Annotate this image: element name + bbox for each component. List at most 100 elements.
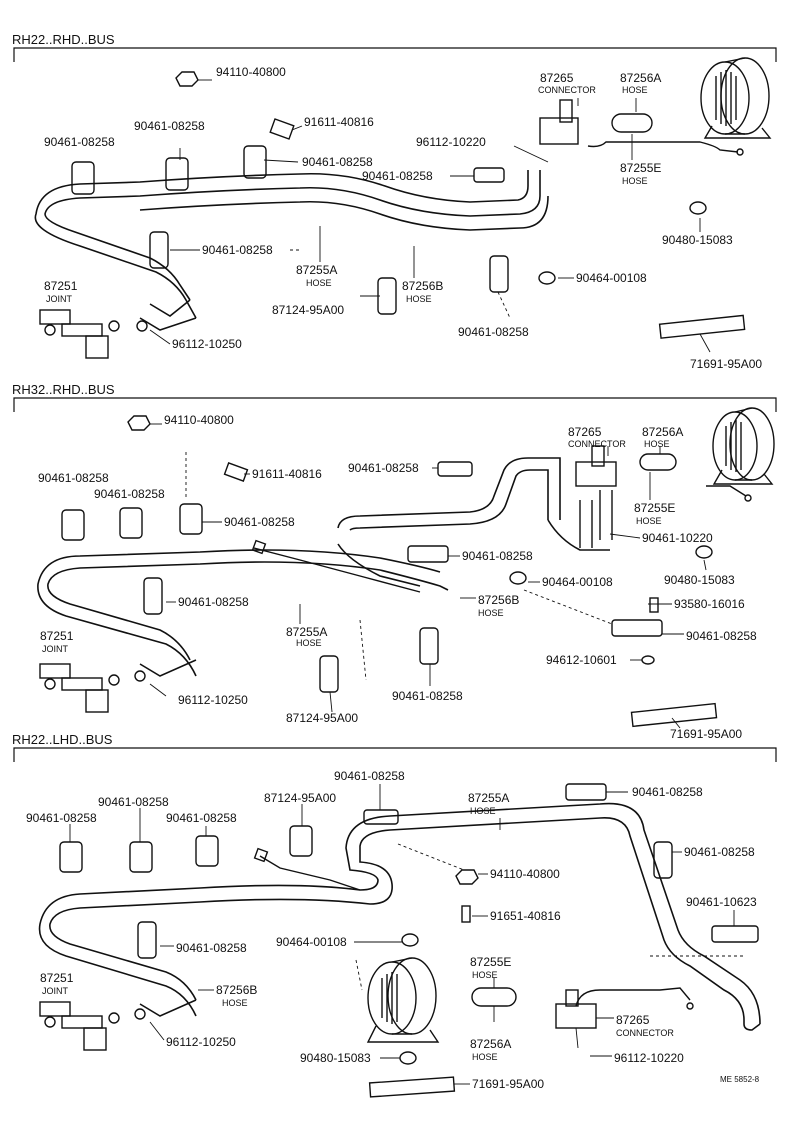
part-number: 71691-95A00 [670,727,742,741]
part-number: 96112-10220 [614,1051,684,1065]
leader-lines [149,423,707,729]
part-number: 90461-08258 [166,811,237,825]
part-subtitle: CONNECTOR [616,1028,674,1038]
leader-lines [149,79,711,353]
part-subtitle: JOINT [42,644,69,654]
part-number: 87256A [470,1037,511,1051]
part-number: 87255E [620,161,661,175]
heater-unit-icon [712,407,775,485]
part-number: 91611-40816 [252,467,322,481]
section-bracket [13,47,777,62]
part-subtitle: HOSE [644,439,670,449]
part-number: 90464-00108 [542,575,613,589]
part-number: 90461-08258 [392,689,463,703]
heater-pipe [38,802,761,1031]
part-number: 87265 [540,71,574,85]
section-rh32-rhd-bus: RH32..RHD..BUS [12,382,777,741]
part-subtitle: HOSE [472,970,498,980]
leader-lines [69,784,744,1085]
part-subtitle: HOSE [636,516,662,526]
part-number: 96112-10250 [178,693,248,707]
part-number: 87256A [642,425,683,439]
part-subtitle: HOSE [472,1052,498,1062]
part-subtitle: HOSE [622,176,648,186]
part-number: 90461-08258 [462,549,533,563]
part-subtitle: HOSE [478,608,504,618]
part-number: 96112-10220 [416,135,486,149]
part-number: 87256B [478,593,519,607]
part-subtitle: JOINT [46,294,73,304]
part-number: 87256B [402,279,443,293]
part-number: 90461-08258 [202,243,273,257]
section-rh22-rhd-bus: RH22..RHD..BUS [12,32,777,371]
part-number: 90461-08258 [94,487,165,501]
part-number: 90461-08258 [98,795,169,809]
part-number: 90480-15083 [662,233,733,247]
part-number: 87255E [634,501,675,515]
part-subtitle: HOSE [222,998,248,1008]
part-number: 87265 [568,425,602,439]
part-number: 91651-40816 [490,909,561,923]
part-number: 91611-40816 [304,115,374,129]
joint-icon [39,663,146,713]
connector-icon [539,99,744,156]
heater-pipe [37,457,610,677]
part-number: 87251 [40,971,74,985]
section-rh22-lhd-bus: RH22..LHD..BUS [12,732,777,1098]
part-labels: 94110-40800 91611-40816 90461-08258 9046… [44,65,762,371]
section-title: RH22..LHD..BUS [12,732,113,747]
part-number: 90464-00108 [576,271,647,285]
part-number: 90461-08258 [334,769,405,783]
part-number: 87251 [44,279,78,293]
footer-code: ME 5852-8 [720,1075,760,1084]
part-subtitle: CONNECTOR [538,85,596,95]
part-number: 90461-10220 [642,531,713,545]
part-subtitle: HOSE [296,638,322,648]
part-number: 71691-95A00 [690,357,762,371]
part-number: 90464-00108 [276,935,347,949]
joint-icon [39,1001,146,1051]
part-number: 90461-10623 [686,895,757,909]
part-labels: 90461-08258 90461-08258 90461-08258 8712… [26,769,757,1091]
part-number: 94110-40800 [490,867,560,881]
part-number: 93580-16016 [674,597,745,611]
part-number: 94110-40800 [164,413,234,427]
part-number: 90461-08258 [26,811,97,825]
part-number: 87124-95A00 [272,303,344,317]
part-number: 90461-08258 [224,515,295,529]
section-bracket [13,747,777,762]
clip-icons [71,71,746,339]
part-number: 90461-08258 [302,155,373,169]
part-number: 90461-08258 [632,785,703,799]
part-number: 94612-10601 [546,653,617,667]
part-number: 90480-15083 [664,573,735,587]
part-number: 87251 [40,629,74,643]
part-number: 90461-08258 [44,135,115,149]
part-number: 87265 [616,1013,650,1027]
part-number: 87256B [216,983,257,997]
part-number: 87124-95A00 [264,791,336,805]
part-number: 90461-08258 [686,629,757,643]
part-subtitle: CONNECTOR [568,439,626,449]
part-number: 90461-08258 [134,119,205,133]
part-number: 90461-08258 [38,471,109,485]
part-labels: 94110-40800 91611-40816 90461-08258 9046… [38,413,757,741]
part-subtitle: HOSE [470,806,496,816]
part-number: 94110-40800 [216,65,286,79]
part-number: 90480-15083 [300,1051,371,1065]
section-title: RH22..RHD..BUS [12,32,115,47]
connector-icon [251,445,752,593]
heater-pipe [34,170,549,331]
part-number: 87255A [296,263,337,277]
heater-unit-icon [700,57,772,139]
part-number: 96112-10250 [166,1035,236,1049]
part-subtitle: HOSE [306,278,332,288]
section-bracket [13,397,777,412]
part-number: 90461-08258 [362,169,433,183]
part-subtitle: HOSE [622,85,648,95]
heater-unit-icon [366,957,440,1043]
part-subtitle: HOSE [406,294,432,304]
part-number: 87124-95A00 [286,711,358,725]
section-title: RH32..RHD..BUS [12,382,115,397]
